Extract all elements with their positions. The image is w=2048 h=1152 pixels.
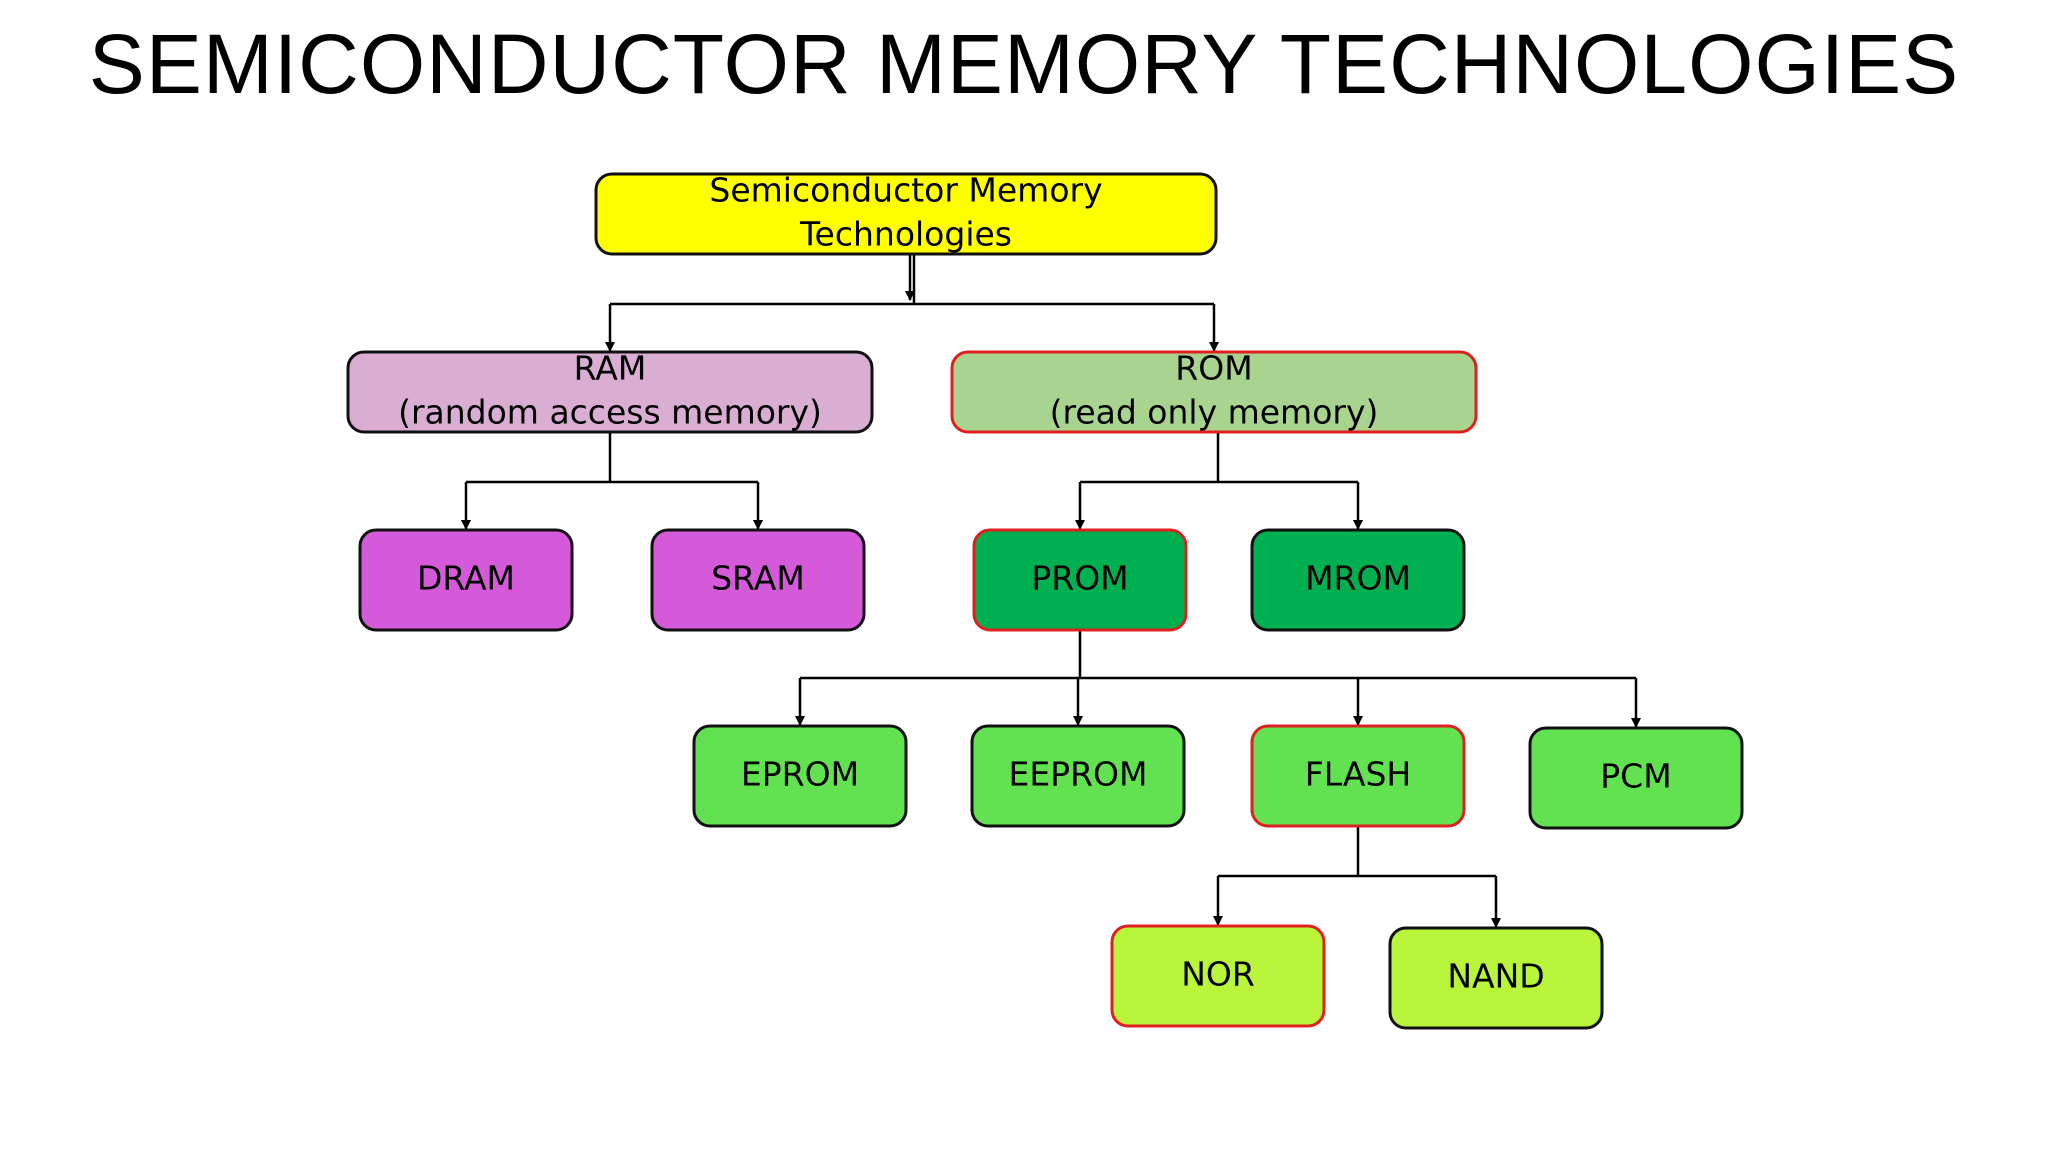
node-mrom: MROM (1250, 528, 1466, 632)
page-title: SEMICONDUCTOR MEMORY TECHNOLOGIES (88, 17, 1960, 111)
node-eeprom-box (970, 724, 1186, 828)
node-root-box (594, 172, 1218, 256)
node-mrom-label-0: MROM (1305, 559, 1411, 598)
node-nor-label-0: NOR (1181, 955, 1255, 994)
node-dram: DRAM (358, 528, 574, 632)
node-pcm-label-0: PCM (1600, 757, 1671, 796)
node-flash-box (1250, 724, 1466, 828)
node-dram-label-0: DRAM (417, 559, 515, 598)
node-ram: RAM (random access memory) (346, 349, 874, 434)
node-root-label-1: Technologies (799, 215, 1012, 254)
node-prom-box (972, 528, 1188, 632)
node-eeprom: EEPROM (970, 724, 1186, 828)
node-ram-label-1: (random access memory) (398, 393, 822, 432)
node-sram-label-0: SRAM (711, 559, 805, 598)
node-eprom-label-0: EPROM (741, 755, 859, 794)
node-rom: ROM (read only memory) (950, 349, 1478, 434)
node-sram: SRAM (650, 528, 866, 632)
connector-lines (461, 254, 1641, 928)
node-root-label-0: Semiconductor Memory (709, 171, 1102, 210)
node-sram-box (650, 528, 866, 632)
node-prom-label-0: PROM (1031, 559, 1128, 598)
node-prom: PROM (972, 528, 1188, 632)
node-pcm: PCM (1528, 726, 1744, 830)
node-rom-label-1: (read only memory) (1050, 393, 1379, 432)
node-pcm-box (1528, 726, 1744, 830)
node-mrom-box (1250, 528, 1466, 632)
node-nor: NOR (1110, 924, 1326, 1028)
node-eeprom-label-0: EEPROM (1009, 755, 1148, 794)
node-ram-label-0: RAM (574, 349, 647, 388)
node-eprom: EPROM (692, 724, 908, 828)
node-nor-box (1110, 924, 1326, 1028)
node-nand-label-0: NAND (1447, 957, 1544, 996)
node-nand: NAND (1388, 926, 1604, 1030)
node-dram-box (358, 528, 574, 632)
node-rom-label-0: ROM (1175, 349, 1252, 388)
node-nand-box (1388, 926, 1604, 1030)
node-rom-box (950, 350, 1478, 434)
node-ram-box (346, 350, 874, 434)
node-eprom-box (692, 724, 908, 828)
node-flash: FLASH (1250, 724, 1466, 828)
node-flash-label-0: FLASH (1305, 755, 1411, 794)
